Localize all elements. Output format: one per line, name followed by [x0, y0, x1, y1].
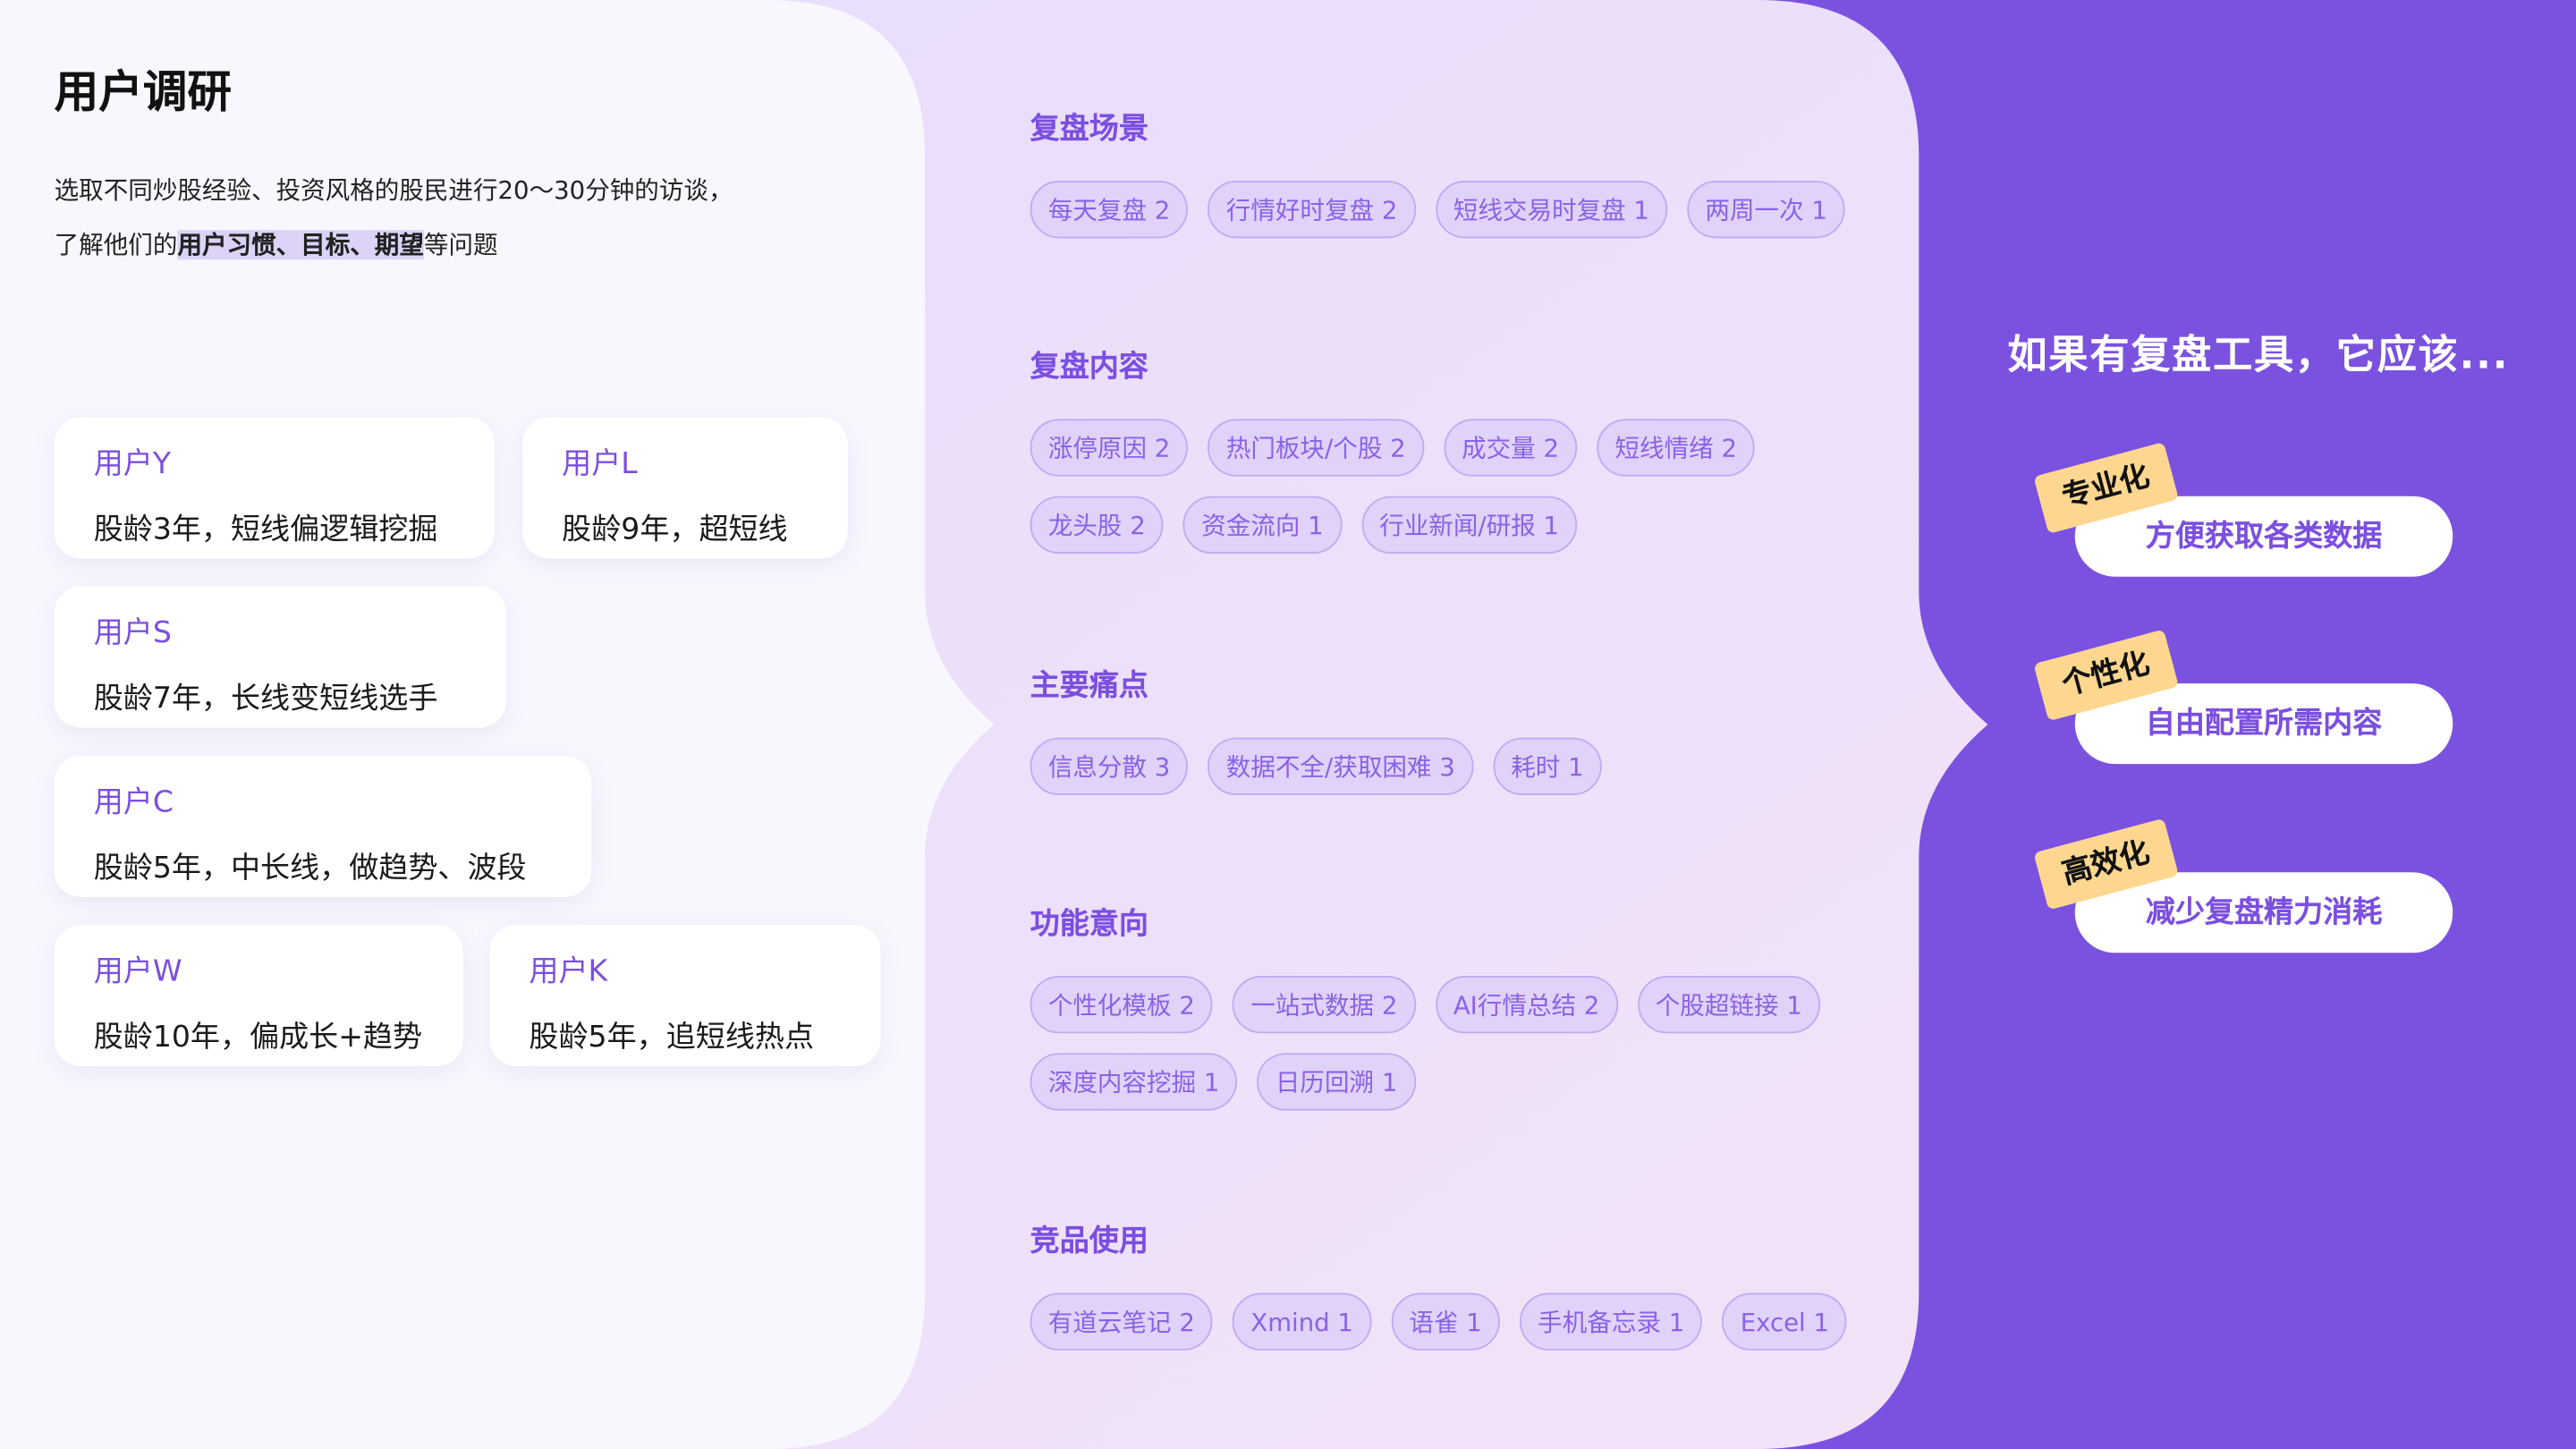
- section-title: 竞品使用: [1030, 1224, 1148, 1258]
- user-card: 用户L 股龄9年，超短线: [522, 417, 848, 559]
- section-title: 复盘内容: [1030, 350, 1148, 385]
- user-card: 用户S 股龄7年，长线变短线选手: [54, 586, 506, 728]
- tag: 龙头股 2: [1030, 496, 1164, 554]
- user-name: 用户Y: [93, 446, 172, 482]
- tag: Excel 1: [1722, 1292, 1848, 1351]
- user-card: 用户C 股龄5年，中长线，做趋势、波段: [54, 755, 592, 897]
- user-name: 用户K: [529, 954, 608, 989]
- tag: 深度内容挖掘 1: [1030, 1053, 1238, 1111]
- intro-line-2: 了解他们的用户习惯、目标、期望等问题: [55, 218, 733, 273]
- research-section: 复盘内容涨停原因 2 热门板块/个股 2 成交量 2 短线情绪 2 龙头股 2 资金流向 …: [1030, 343, 1885, 554]
- tag: 每天复盘 2: [1030, 181, 1189, 239]
- tag-list: 信息分散 3 数据不全/获取困难 3 耗时 1: [1030, 737, 1885, 795]
- tag: 数据不全/获取困难 3: [1208, 737, 1473, 795]
- user-desc: 股龄10年，偏成长+趋势: [93, 1020, 423, 1055]
- intro-line-1: 选取不同炒股经验、投资风格的股民进行20～30分钟的访谈，: [54, 175, 733, 206]
- tag: 有道云笔记 2: [1030, 1292, 1214, 1351]
- user-desc: 股龄9年，超短线: [562, 513, 788, 547]
- benefit-pill: 减少复盘精力消耗: [2074, 872, 2453, 953]
- tag: 两周一次 1: [1687, 181, 1846, 239]
- intro-post: 等问题: [423, 230, 498, 260]
- tag-list: 有道云笔记 2 Xmind 1 语雀 1 手机备忘录 1 Excel 1: [1030, 1292, 1885, 1351]
- tag-list: 每天复盘 2 行情好时复盘 2 短线交易时复盘 1 两周一次 1: [1030, 181, 1885, 239]
- section-title: 复盘场景: [1030, 111, 1148, 147]
- user-name: 用户S: [93, 615, 172, 651]
- tag: Xmind 1: [1233, 1292, 1372, 1351]
- tag: 一站式数据 2: [1233, 976, 1416, 1034]
- tag-list: 个性化模板 2 一站式数据 2 AI行情总结 2 个股超链接 1 深度内容挖掘 1 日历回…: [1030, 976, 1885, 1111]
- user-name: 用户W: [93, 954, 182, 989]
- research-section: 功能意向个性化模板 2 一站式数据 2 AI行情总结 2 个股超链接 1 深度内容挖掘 …: [1030, 901, 1885, 1111]
- left-panel: [0, 0, 995, 1449]
- user-desc: 股龄7年，长线变短线选手: [93, 682, 438, 716]
- section-title: 功能意向: [1030, 906, 1148, 942]
- tag: 语雀 1: [1391, 1292, 1500, 1351]
- intro-pre: 了解他们的: [54, 230, 178, 260]
- tag: 个性化模板 2: [1030, 976, 1214, 1034]
- user-desc: 股龄5年，追短线热点: [529, 1020, 815, 1055]
- tag: 个股超链接 1: [1637, 976, 1820, 1034]
- tag: 手机备忘录 1: [1520, 1292, 1703, 1351]
- tag-list: 涨停原因 2 热门板块/个股 2 成交量 2 短线情绪 2 龙头股 2 资金流向 1 行业新…: [1030, 419, 1885, 554]
- tag: 热门板块/个股 2: [1208, 419, 1424, 477]
- tag: 涨停原因 2: [1030, 419, 1189, 477]
- intro-highlight: 用户习惯、目标、期望: [177, 230, 424, 260]
- research-section: 主要痛点信息分散 3 数据不全/获取困难 3 耗时 1: [1030, 662, 1885, 795]
- research-section: 竞品使用有道云笔记 2 Xmind 1 语雀 1 手机备忘录 1 Excel 1: [1030, 1217, 1885, 1351]
- intro-text: 选取不同炒股经验、投资风格的股民进行20～30分钟的访谈， 了解他们的用户习惯、…: [55, 165, 733, 273]
- tag: 信息分散 3: [1030, 737, 1189, 795]
- section-title: 主要痛点: [1030, 668, 1148, 704]
- user-card: 用户W 股龄10年，偏成长+趋势: [54, 925, 463, 1067]
- tag: 行情好时复盘 2: [1208, 181, 1416, 239]
- user-name: 用户C: [93, 784, 174, 820]
- tag: 日历回溯 1: [1257, 1053, 1416, 1111]
- tag: 成交量 2: [1443, 419, 1578, 477]
- tag: 资金流向 1: [1183, 496, 1342, 554]
- user-card: 用户K 股龄5年，追短线热点: [489, 925, 881, 1067]
- tag: 耗时 1: [1493, 737, 1602, 795]
- research-section: 复盘场景每天复盘 2 行情好时复盘 2 短线交易时复盘 1 两周一次 1: [1030, 106, 1885, 239]
- page-title: 用户调研: [54, 67, 232, 119]
- tag: 短线情绪 2: [1597, 419, 1756, 477]
- user-desc: 股龄5年，中长线，做趋势、波段: [93, 851, 527, 886]
- right-title: 如果有复盘工具，它应该...: [2007, 332, 2510, 378]
- tag: 行业新闻/研报 1: [1360, 496, 1578, 554]
- tag: AI行情总结 2: [1435, 976, 1618, 1034]
- tag: 短线交易时复盘 1: [1435, 181, 1668, 239]
- user-desc: 股龄3年，短线偏逻辑挖掘: [93, 513, 438, 547]
- user-card: 用户Y 股龄3年，短线偏逻辑挖掘: [54, 417, 495, 559]
- user-name: 用户L: [562, 446, 638, 482]
